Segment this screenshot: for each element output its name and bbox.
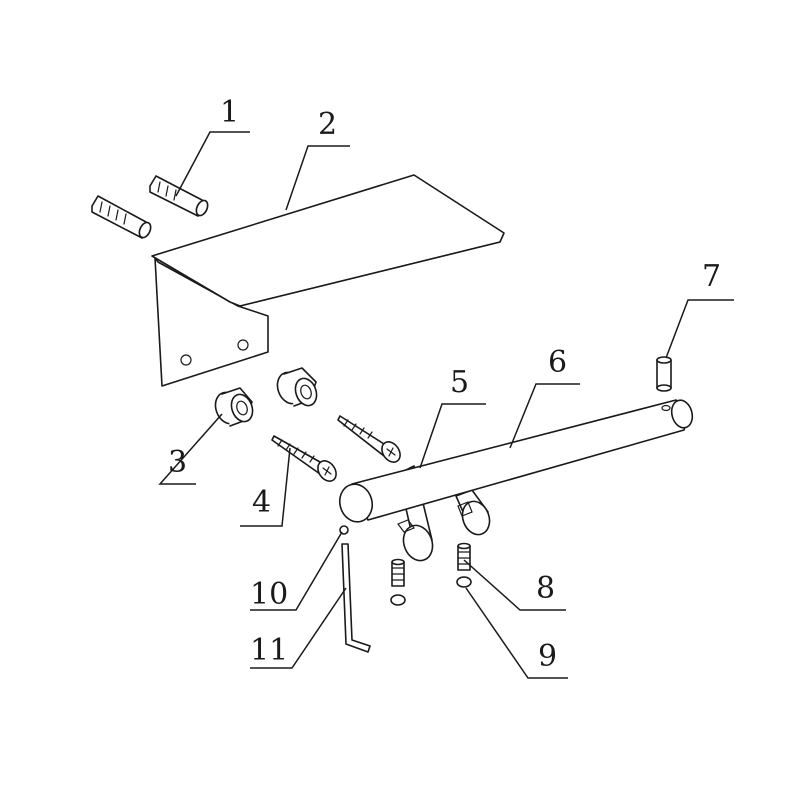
callout-5: 5 (450, 365, 469, 400)
callout-2: 2 (318, 107, 337, 142)
callout-10: 10 (250, 577, 288, 612)
callout-11: 11 (250, 633, 288, 668)
spacer-bushing-right (276, 367, 318, 407)
mounting-block-right (455, 489, 491, 536)
wall-anchor-lower (91, 195, 152, 239)
spacer-bushing-left (214, 387, 254, 427)
callout-9: 9 (538, 639, 557, 674)
callout-6: 6 (548, 345, 567, 380)
shelf-bracket (151, 174, 505, 387)
set-screw-left (391, 558, 405, 587)
callout-1: 1 (220, 95, 239, 130)
hex-key (341, 543, 371, 653)
callout-3: 3 (168, 445, 187, 480)
set-screw-right (457, 542, 471, 571)
roll-bar-tube (338, 399, 694, 523)
callout-8: 8 (536, 571, 555, 606)
callout-7: 7 (702, 259, 721, 294)
callout-4: 4 (252, 485, 271, 520)
cap-right (456, 576, 472, 588)
end-cap-pin (656, 356, 672, 392)
wood-screw-upper (337, 415, 401, 463)
callout-leaders (158, 131, 734, 679)
cap-left (390, 594, 406, 606)
wall-anchor-upper (149, 175, 209, 217)
mounting-block-left (397, 465, 434, 562)
wood-screw-lower (271, 435, 337, 482)
